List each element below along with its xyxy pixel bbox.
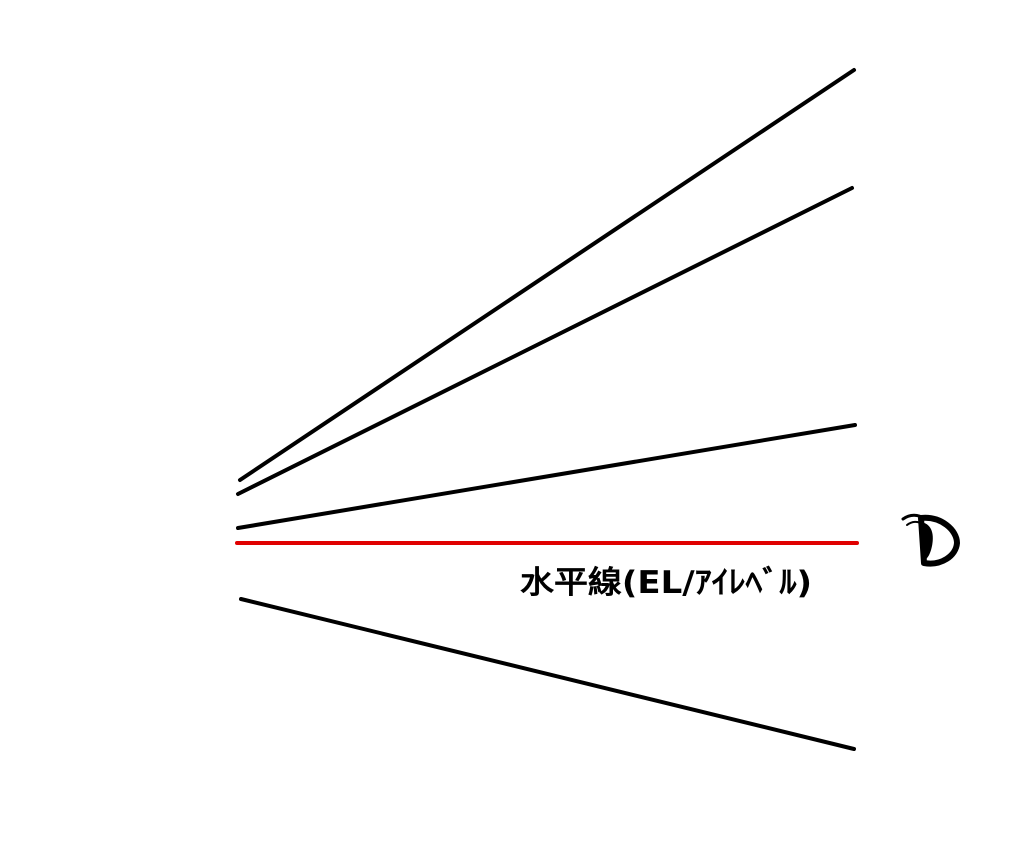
perspective-line-2 bbox=[236, 186, 854, 496]
perspective-line-1 bbox=[238, 68, 856, 482]
perspective-line-4 bbox=[239, 597, 856, 751]
horizon-label: 水平線(EL/ｱｲﾚﾍﾞﾙ) bbox=[520, 565, 812, 601]
perspective-line-3 bbox=[236, 423, 857, 530]
eye-icon bbox=[901, 513, 960, 567]
